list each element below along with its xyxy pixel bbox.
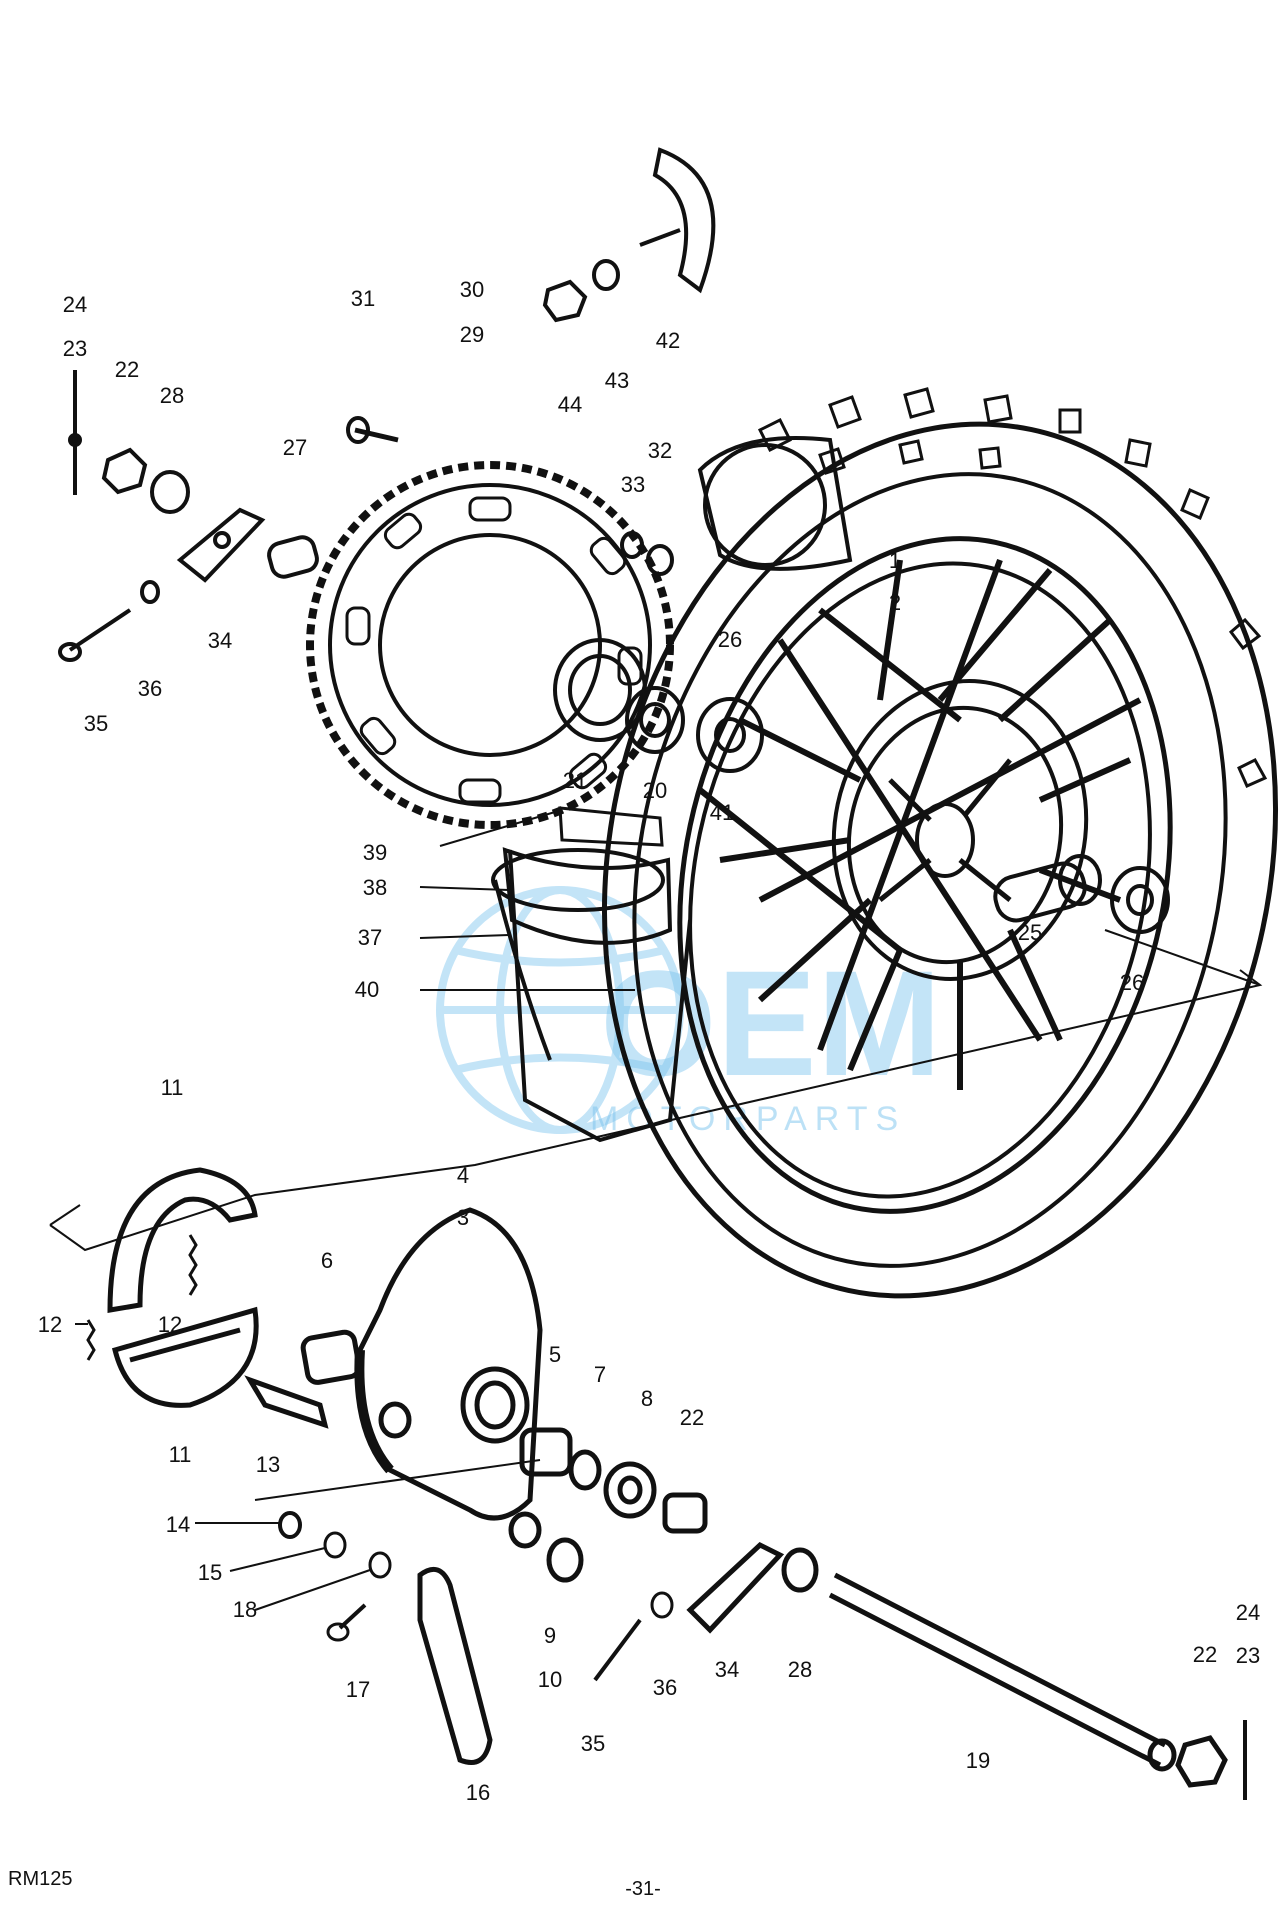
- callout-36-top: 36: [138, 676, 162, 701]
- callout-3: 3: [457, 1205, 469, 1230]
- watermark-brand: OEM: [600, 939, 942, 1107]
- callout-12-left: 12: [38, 1312, 62, 1337]
- axle-drawing: [828, 1572, 1247, 1800]
- callout-27: 27: [283, 435, 307, 460]
- callout-11-bottom: 11: [169, 1442, 192, 1467]
- callout-labels: 24 23 22 28 27 34 36 35 31 30 29 44 43 4…: [38, 277, 1260, 1805]
- callout-22-top: 22: [115, 357, 139, 382]
- callout-5: 5: [549, 1342, 561, 1367]
- callout-28-bottom: 28: [788, 1657, 812, 1682]
- callout-7: 7: [594, 1362, 606, 1387]
- callout-6: 6: [321, 1248, 333, 1273]
- callout-34-top: 34: [208, 628, 232, 653]
- callout-44: 44: [558, 392, 582, 417]
- callout-22-mid: 22: [680, 1405, 704, 1430]
- callout-35-bottom: 35: [581, 1731, 605, 1756]
- callout-19: 19: [966, 1748, 990, 1773]
- assembly-lines: [49, 811, 1263, 1611]
- callout-30: 30: [460, 277, 484, 302]
- rear-wheel-drawing: [491, 387, 1279, 1299]
- callout-24-bottom: 24: [1236, 1600, 1260, 1625]
- callout-23-top: 23: [63, 336, 87, 361]
- callout-41: 41: [710, 800, 734, 825]
- callout-43: 43: [605, 368, 629, 393]
- callout-26-upper: 26: [718, 627, 742, 652]
- callout-35-top: 35: [84, 711, 108, 736]
- callout-20: 20: [643, 778, 667, 803]
- callout-18: 18: [233, 1597, 257, 1622]
- callout-9: 9: [544, 1623, 556, 1648]
- callout-42: 42: [656, 328, 680, 353]
- brake-panel-drawing: [244, 1207, 819, 1765]
- fastener-drawings: [58, 147, 1170, 934]
- callout-39: 39: [363, 840, 387, 865]
- callout-13: 13: [256, 1452, 280, 1477]
- callout-36-bottom: 36: [653, 1675, 677, 1700]
- callout-22-bottom: 22: [1193, 1642, 1217, 1667]
- callout-12-center: 12: [158, 1312, 182, 1337]
- callout-15: 15: [198, 1560, 222, 1585]
- callout-17: 17: [346, 1677, 370, 1702]
- callout-31: 31: [351, 286, 375, 311]
- footer: RM125 -31-: [8, 1868, 661, 1900]
- callout-33: 33: [621, 472, 645, 497]
- callout-8: 8: [641, 1386, 653, 1411]
- callout-37: 37: [358, 925, 382, 950]
- callout-21: 21: [563, 768, 587, 793]
- callout-2: 2: [889, 590, 901, 615]
- callout-16: 16: [466, 1780, 490, 1805]
- callout-23-bottom: 23: [1236, 1643, 1260, 1668]
- brake-shoe-drawing: [86, 1167, 259, 1408]
- page-number: -31-: [625, 1878, 661, 1900]
- callout-4: 4: [457, 1163, 469, 1188]
- callout-24-top: 24: [63, 292, 87, 317]
- globe-watermark-icon: [436, 886, 684, 1134]
- callout-34-bottom: 34: [715, 1657, 739, 1682]
- callout-1: 1: [889, 548, 901, 573]
- model-label: RM125: [8, 1868, 72, 1890]
- callout-10: 10: [538, 1667, 562, 1692]
- callout-25: 25: [1018, 920, 1042, 945]
- callout-40: 40: [355, 977, 379, 1002]
- callout-26-right: 26: [1120, 970, 1144, 995]
- callout-14: 14: [166, 1512, 190, 1537]
- callout-29: 29: [460, 322, 484, 347]
- callout-28-top: 28: [160, 383, 184, 408]
- callout-11-top: 11: [161, 1075, 184, 1100]
- sprocket-drawing: [306, 416, 674, 829]
- callout-38: 38: [363, 875, 387, 900]
- callout-32: 32: [648, 438, 672, 463]
